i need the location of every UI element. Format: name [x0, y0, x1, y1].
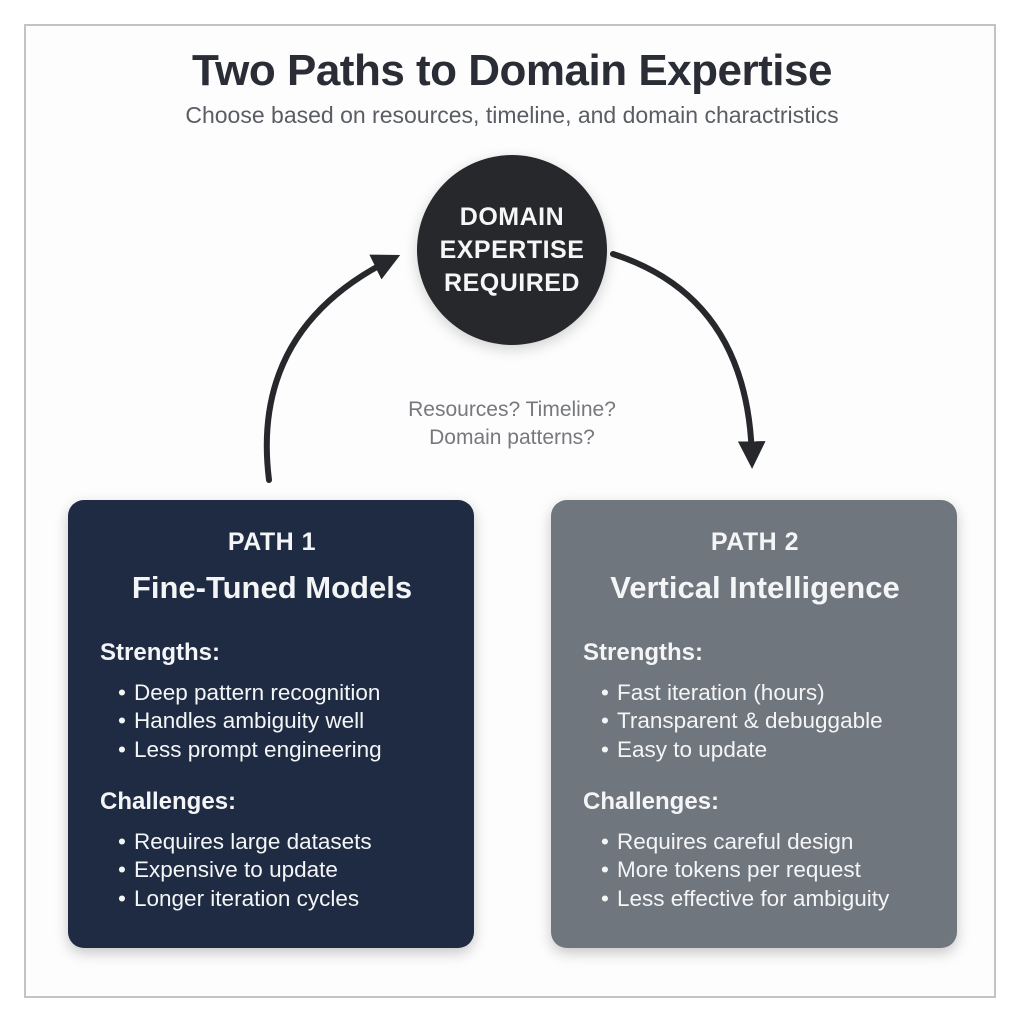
list-item: Handles ambiguity well: [118, 707, 444, 736]
list-item: Deep pattern recognition: [118, 679, 444, 708]
path2-challenges-label: Challenges:: [583, 788, 720, 816]
path1-label: PATH 1: [227, 528, 317, 556]
page-subtitle: Choose based on resources, timeline, and…: [185, 102, 839, 128]
list-item: Longer iteration cycles: [118, 885, 444, 914]
path2-strengths-label: Strengths:: [583, 639, 703, 666]
path2-strengths-list: Fast iteration (hours) Transparent & deb…: [583, 679, 927, 764]
decision-question-line1: Resources? Timeline?: [408, 398, 616, 421]
path1-challenges-label: Challenges:: [100, 788, 237, 816]
list-item: Easy to update: [601, 736, 927, 765]
decision-node-line: DOMAIN: [459, 202, 565, 231]
path2-title: Vertical Intelligence: [610, 570, 900, 605]
decision-question: Resources? Timeline? Domain patterns?: [0, 396, 1024, 453]
list-item: Expensive to update: [118, 856, 444, 885]
list-item: More tokens per request: [601, 856, 927, 885]
list-item: Requires careful design: [601, 828, 927, 857]
path1-strengths-list: Deep pattern recognition Handles ambigui…: [100, 679, 444, 764]
decision-node-line: EXPERTISE: [439, 235, 585, 264]
path1-challenges-list: Requires large datasets Expensive to upd…: [100, 828, 444, 913]
list-item: Less effective for ambiguity: [601, 885, 927, 914]
path1-strengths-label: Strengths:: [100, 639, 220, 666]
list-item: Fast iteration (hours): [601, 679, 927, 708]
path1-title: Fine-Tuned Models: [131, 570, 413, 605]
list-item: Transparent & debuggable: [601, 707, 927, 736]
decision-question-line2: Domain patterns?: [429, 426, 595, 450]
decision-node-line: REQUIRED: [444, 268, 580, 297]
path2-challenges-list: Requires careful design More tokens per …: [583, 828, 927, 913]
list-item: Less prompt engineering: [118, 736, 444, 765]
decision-node: DOMAIN EXPERTISE REQUIRED: [417, 155, 607, 345]
page-title: Two Paths to Domain Expertise: [192, 46, 832, 95]
path1-card: PATH 1 Fine-Tuned Models Strengths: Deep…: [68, 500, 474, 948]
path2-card: PATH 2 Vertical Intelligence Strengths: …: [551, 500, 957, 948]
path2-label: PATH 2: [710, 528, 800, 556]
list-item: Requires large datasets: [118, 828, 444, 857]
